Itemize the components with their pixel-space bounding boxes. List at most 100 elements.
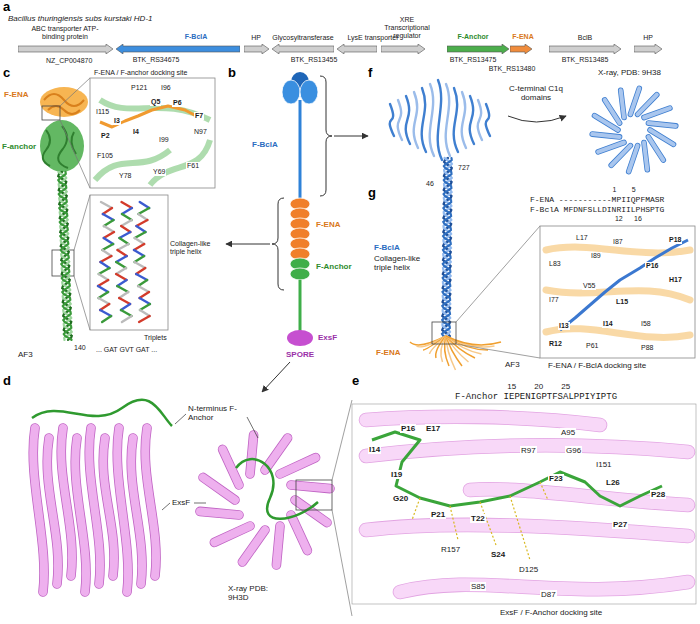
- spore-schematic: [300, 80, 318, 104]
- protein-structure: [60, 120, 90, 188]
- figure-label: 46: [426, 180, 434, 188]
- figure-label: Bacillus thuringiensis subs kurstaki HD-…: [8, 14, 153, 23]
- figure-label: Triplets: [144, 334, 167, 342]
- protein-structure: [99, 274, 108, 280]
- protein-structure: [462, 92, 466, 148]
- protein-structure: [214, 526, 250, 542]
- protein-structure: [138, 280, 147, 286]
- protein-structure: [134, 244, 144, 250]
- protein-structure: [135, 238, 144, 244]
- protein-structure: [104, 238, 113, 244]
- spore-schematic: [282, 80, 300, 104]
- locus-tag: BTK_RS13455: [291, 56, 338, 64]
- protein-structure: [75, 438, 86, 592]
- spore-schematic: [299, 280, 302, 331]
- figure-label: ExsF: [318, 333, 337, 342]
- figure-label: D125: [518, 565, 539, 574]
- protein-structure: [58, 172, 71, 340]
- protein-structure: [33, 428, 44, 592]
- protein-structure: [58, 172, 72, 340]
- figure-label: P2: [100, 132, 111, 140]
- figure-label: F-BclA: [252, 140, 278, 149]
- protein-structure: [332, 400, 352, 480]
- figure-label: I77: [548, 296, 560, 304]
- figure-label: F-ENA / F-anchor docking site: [94, 69, 187, 77]
- figure-label: S85: [470, 582, 486, 591]
- gene-arrow-shape: [510, 44, 532, 54]
- protein-structure: [136, 268, 145, 274]
- protein-structure: [644, 143, 647, 170]
- gene-arrow: HP: [244, 44, 269, 54]
- gene-arrow-shape: [272, 44, 334, 54]
- bracket-arrow: [320, 76, 332, 196]
- gene-arrow-shape: [272, 44, 334, 54]
- spore-schematic: [299, 100, 302, 198]
- protein-structure: [134, 250, 144, 256]
- docking-site-structure: [450, 506, 458, 540]
- figure-label: I14: [368, 445, 381, 454]
- protein-structure: [486, 104, 490, 136]
- gene-arrow: XRE Transcriptional regulator: [381, 44, 425, 54]
- protein-structure: [131, 438, 142, 584]
- protein-structure: [145, 428, 156, 576]
- figure-label: I4: [132, 128, 140, 136]
- gene-arrow-shape: [337, 44, 377, 54]
- protein-structure: [33, 428, 44, 592]
- figure-label: L17: [575, 234, 589, 242]
- protein-structure: [136, 220, 147, 226]
- protein-structure: [470, 96, 474, 144]
- figure-label: 25: [561, 382, 570, 391]
- figure-label: F61: [186, 162, 200, 170]
- protein-structure: [103, 214, 114, 220]
- gene-arrow: F-BclABTK_RS34675: [116, 44, 240, 54]
- protein-structure: [446, 336, 501, 345]
- protein-structure: [122, 214, 132, 220]
- figure-label: L15: [615, 298, 629, 306]
- spore-schematic: [282, 72, 318, 346]
- spore-schematic: [287, 330, 313, 346]
- protein-structure: [101, 202, 112, 208]
- protein-structure: [117, 286, 128, 292]
- protein-structure: [291, 515, 307, 551]
- figure-label: I115: [95, 108, 110, 116]
- protein-structure: [242, 530, 265, 562]
- figure-label: F-ENA -----------MPIIQPFMASR: [530, 195, 664, 204]
- protein-structure: [98, 286, 108, 292]
- protein-structure: [162, 503, 170, 510]
- protein-structure: [138, 214, 147, 220]
- protein-structure: [280, 458, 316, 474]
- gene-arrow-shape: [381, 44, 425, 54]
- protein-structure: [32, 400, 352, 616]
- protein-structure: [456, 344, 540, 358]
- protein-structure: [454, 88, 458, 152]
- bracket-arrow: [334, 136, 368, 137]
- figure-label: P21: [430, 510, 446, 519]
- figure-label: P121: [130, 84, 148, 92]
- gene-arrow: F-ENABTK_RS13480: [510, 44, 532, 54]
- protein-structure: [592, 134, 619, 137]
- figure-label: X-ray, PDB: 9H38: [598, 68, 661, 77]
- figure-label: D87: [540, 590, 557, 599]
- protein-structure: [540, 226, 695, 358]
- protein-structure: [89, 428, 100, 584]
- protein-structure: [136, 226, 145, 232]
- protein-structure: [432, 322, 456, 344]
- protein-structure: [406, 96, 410, 144]
- protein-structure: [442, 158, 452, 336]
- protein-structure: [61, 428, 72, 576]
- figure-label: C-terminal C1q domains: [505, 84, 567, 102]
- gene-arrow-shape: [116, 44, 240, 54]
- protein-structure: [605, 100, 620, 123]
- gene-arrow: F-AnchorBTK_RS13475: [447, 44, 509, 54]
- figure-label: E17: [425, 424, 441, 433]
- figure-label: F7: [194, 112, 204, 120]
- figure-label: ExsF / F-Anchor docking site: [500, 608, 602, 617]
- protein-structure: [32, 400, 172, 426]
- gene-name: HP: [251, 34, 261, 42]
- protein-structure: [138, 286, 149, 292]
- protein-structure: [430, 84, 434, 156]
- figure-label: F23: [548, 474, 564, 483]
- gene-arrow-shape: [634, 44, 662, 54]
- protein-structure: [74, 276, 90, 330]
